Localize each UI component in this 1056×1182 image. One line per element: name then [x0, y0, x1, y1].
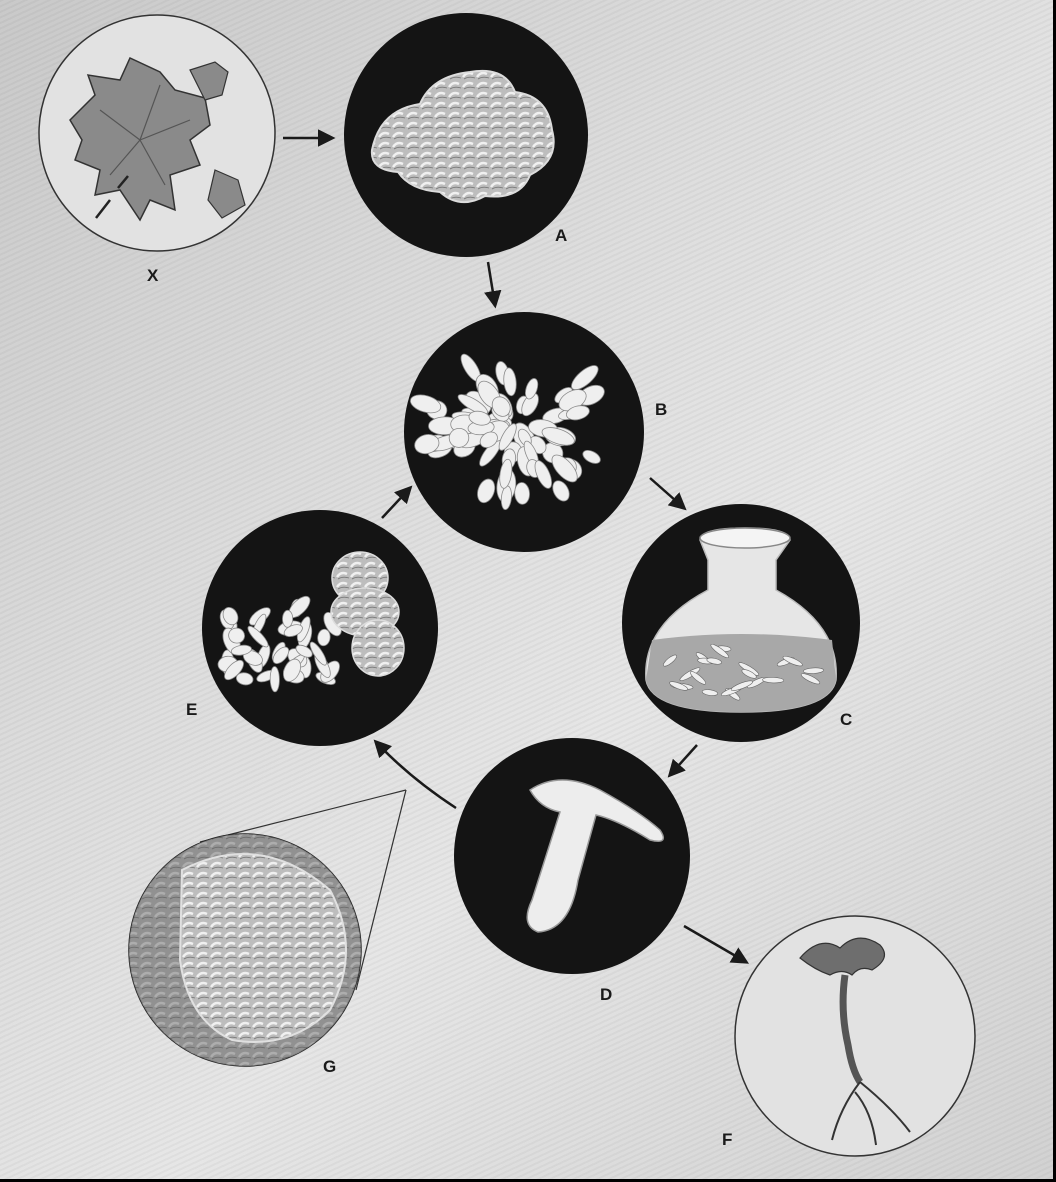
magnify-line	[356, 790, 406, 990]
circle-x-leaf	[39, 15, 275, 251]
circle-a-callus	[344, 13, 588, 257]
arrow-b-to-c	[650, 478, 684, 508]
label-c: C	[840, 710, 852, 730]
embryo-lobe	[282, 610, 292, 627]
arrow-d-to-f	[684, 926, 746, 962]
arrow-c-to-d	[670, 745, 697, 775]
label-a: A	[555, 226, 567, 246]
circle-e-regeneration	[202, 510, 438, 746]
arrow-e-to-b	[382, 488, 410, 518]
circle-d-somatic-embryo	[454, 738, 690, 974]
label-x: X	[147, 266, 158, 286]
arrow-d-to-e	[376, 742, 456, 808]
floating-embryo	[762, 677, 783, 683]
embryo-mass	[180, 854, 346, 1042]
circle-b-embryogenic-callus	[404, 312, 644, 552]
label-g: G	[323, 1057, 336, 1077]
embryo-lobe	[270, 666, 280, 692]
circle-f-plantlet	[735, 916, 975, 1156]
circle-g-magnified	[129, 834, 361, 1066]
label-b: B	[655, 400, 667, 420]
label-d: D	[600, 985, 612, 1005]
label-f: F	[722, 1130, 732, 1150]
arrow-a-to-b	[488, 262, 495, 305]
circle-c-flask	[622, 504, 860, 742]
label-e: E	[186, 700, 197, 720]
